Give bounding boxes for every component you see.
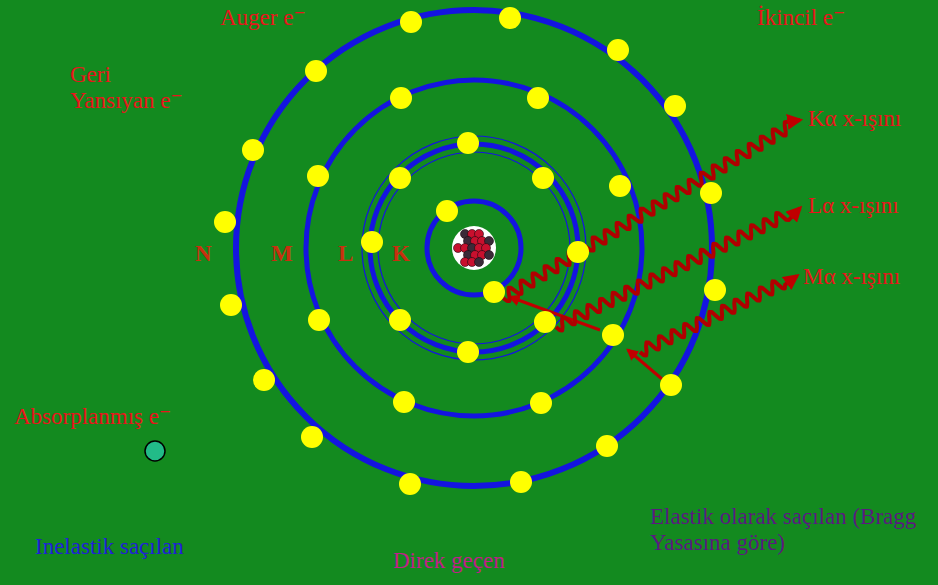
electron [214, 211, 236, 233]
shell-letter: L [338, 241, 353, 267]
nucleon [485, 251, 494, 260]
electron [483, 281, 505, 303]
k-shell [427, 201, 521, 295]
electron [301, 426, 323, 448]
electron [704, 279, 726, 301]
electron [700, 182, 722, 204]
backscatter-label: Geri Yansıyan e⁻ [70, 62, 192, 115]
absorbed-label: Absorplanmış e⁻ [14, 404, 171, 430]
elastic-label: Elastik olarak saçılan (Bragg Yasasına g… [650, 504, 934, 557]
nucleus-ring [452, 226, 496, 270]
electron [664, 95, 686, 117]
electron [308, 309, 330, 331]
auger-label: Auger e⁻ [220, 5, 306, 31]
electron [389, 167, 411, 189]
electron [567, 241, 589, 263]
shell-letter: M [271, 241, 293, 267]
l-shell-thin [362, 136, 586, 360]
electron [534, 311, 556, 333]
absorbed-electron [145, 441, 165, 461]
electron [220, 294, 242, 316]
inelastic-label: Inelastik saçılan [35, 534, 184, 560]
x-ray-arrow [556, 208, 800, 331]
electron [532, 167, 554, 189]
electron [307, 165, 329, 187]
electron [390, 87, 412, 109]
electron [242, 139, 264, 161]
shell-letter: N [195, 241, 212, 267]
x-ray-arrow [640, 276, 797, 356]
n-shell [236, 10, 712, 486]
electron [389, 309, 411, 331]
electron [393, 391, 415, 413]
shell-letter: K [392, 241, 410, 267]
l-shell [370, 144, 578, 352]
electron [660, 374, 682, 396]
l-shell-thin [378, 152, 570, 344]
electron [253, 369, 275, 391]
nucleon [475, 258, 484, 267]
electron [361, 231, 383, 253]
transmitted-label: Direk geçen [393, 548, 505, 574]
electron [399, 473, 421, 495]
electron [457, 341, 479, 363]
electron [436, 200, 458, 222]
electron [457, 132, 479, 154]
electron [602, 324, 624, 346]
electron [499, 7, 521, 29]
electron [400, 11, 422, 33]
electron [609, 175, 631, 197]
electron [527, 87, 549, 109]
electron [530, 392, 552, 414]
m-alpha-label: Mα x-ışını [803, 264, 900, 290]
electron [305, 60, 327, 82]
electron [510, 471, 532, 493]
electron [607, 39, 629, 61]
electron [596, 435, 618, 457]
secondary-label: İkincil e⁻ [757, 5, 845, 31]
l-alpha-label: Lα x-ışını [808, 193, 899, 219]
k-alpha-label: Kα x-ışını [808, 106, 901, 132]
